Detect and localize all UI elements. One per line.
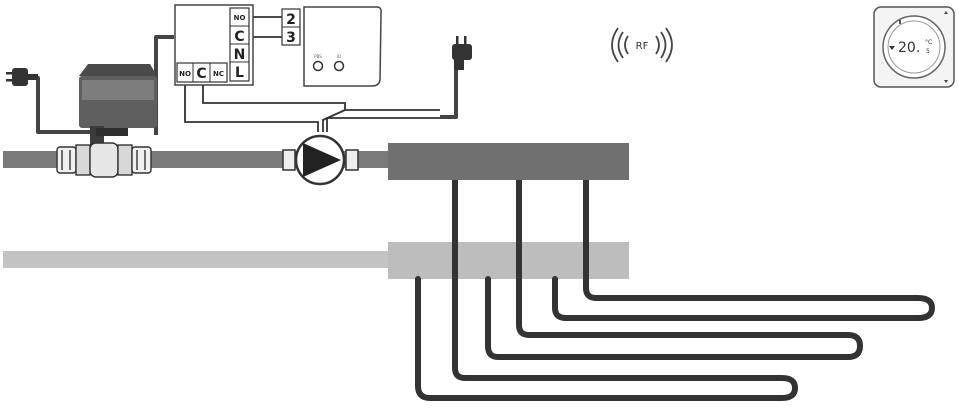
circulation-pump xyxy=(282,134,359,186)
cable-relay-actuator xyxy=(154,35,174,135)
wire-relay-pump-2 xyxy=(202,85,346,132)
heating-loop-3 xyxy=(552,175,935,321)
wire-relay-pump-1 xyxy=(184,85,319,132)
relay-terminal-c: C xyxy=(234,29,244,45)
heating-loop-2 xyxy=(485,175,863,360)
relay-module: NO C N L NO C NC xyxy=(174,4,254,86)
receiver-terminal-2: 2 xyxy=(286,12,296,28)
thermostat-unit: °C xyxy=(925,39,932,46)
thermostat-decimal: 5 xyxy=(926,48,930,55)
pairing-button xyxy=(312,60,324,72)
heating-loops xyxy=(415,175,935,401)
ball-valve xyxy=(56,142,152,178)
return-manifold xyxy=(388,242,629,279)
thermostat-up-arrow xyxy=(944,11,948,14)
thermostat-temperature: 20. xyxy=(898,40,920,56)
relay-terminal-l: L xyxy=(235,65,244,81)
receiver-terminal-3: 3 xyxy=(286,30,296,46)
plug-icon xyxy=(6,68,38,86)
relay-terminal-no: NO xyxy=(234,14,246,22)
receiver-pbs-label: PBS xyxy=(314,54,322,59)
relay-bottom-no: NO xyxy=(179,70,191,78)
heating-loop-1 xyxy=(415,175,798,401)
return-pipe xyxy=(3,251,393,268)
rf-signal-icon xyxy=(611,27,673,63)
wire-pump-right xyxy=(326,117,440,132)
rf-label: RF xyxy=(636,41,649,52)
id-button xyxy=(333,60,345,72)
rf-receiver: 2 3 PBS ID xyxy=(281,6,382,87)
flow-manifold xyxy=(388,143,629,180)
valve-actuator xyxy=(79,64,157,146)
wiring xyxy=(184,16,440,132)
plug-icon xyxy=(452,36,472,70)
relay-bottom-c: C xyxy=(196,66,206,82)
room-thermostat: 20. °C 5 xyxy=(873,6,955,88)
relay-terminal-n: N xyxy=(234,47,246,63)
receiver-id-label: ID xyxy=(337,54,341,59)
thermostat-down-arrow xyxy=(944,80,948,83)
relay-bottom-nc: NC xyxy=(213,70,224,78)
